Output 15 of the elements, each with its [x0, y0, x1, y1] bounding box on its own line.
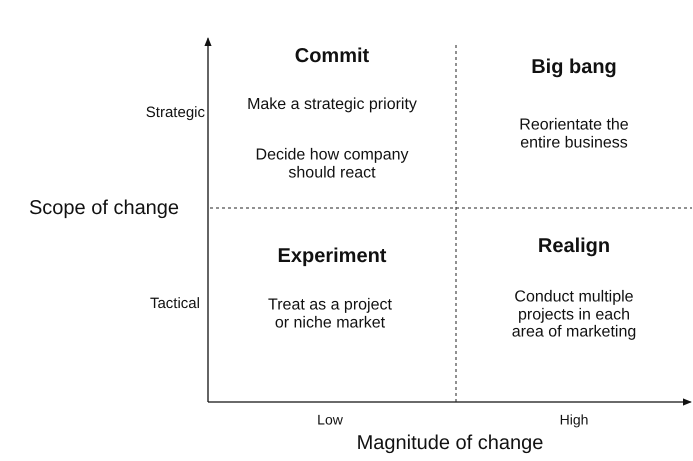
quadrant-title: Experiment	[276, 245, 388, 267]
axis-label: Strategic	[144, 104, 205, 122]
quadrant-text: Decide how company should react	[254, 146, 410, 182]
axis-title: Magnitude of change	[356, 432, 544, 454]
quadrant-title: Commit	[294, 45, 370, 67]
axis-label: Low	[316, 412, 344, 428]
quadrant-title: Big bang	[530, 56, 618, 78]
quadrant-text: Treat as a project or niche market	[267, 296, 393, 332]
quadrant-title: Realign	[536, 235, 612, 257]
axis-label: High	[558, 412, 590, 428]
quadrant-text: Reorientate the entire business	[518, 116, 630, 152]
axis-label: Tactical	[148, 296, 200, 312]
axis-title: Scope of change	[28, 197, 180, 219]
quadrant-text: Conduct multiple projects in each area of marketing	[510, 288, 638, 342]
quadrant-text: Make a strategic priority	[246, 96, 418, 114]
